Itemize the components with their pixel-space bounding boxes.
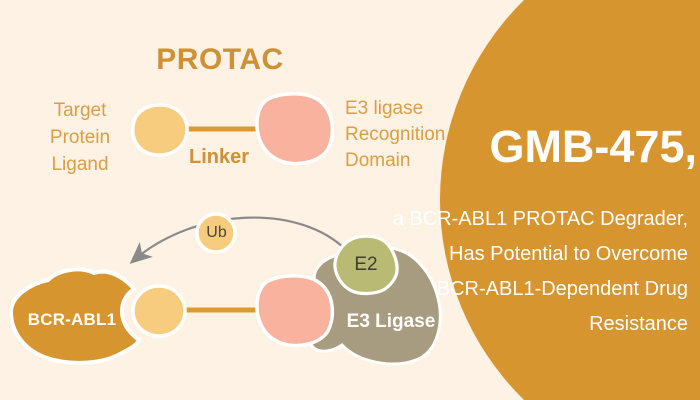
e3-recognition-domain-label: E3 ligase Recognition Domain	[345, 96, 445, 174]
headline-subtitle-line-3: BCR-ABL1-Dependent Drug	[436, 278, 688, 300]
bcr-abl1-label: BCR-ABL1	[27, 310, 117, 329]
target-protein-ligand-blob	[131, 103, 189, 157]
e3-recognition-domain-blob-bound	[255, 274, 335, 348]
e3-ligase-label: E3 Ligase	[346, 311, 436, 332]
target-protein-ligand-blob-bound	[131, 284, 187, 338]
ubiquitin-label: Ub	[206, 224, 227, 241]
headline-title: GMB-475,	[489, 121, 697, 172]
target-ligand-line-2: Protein	[49, 127, 111, 148]
e3-recognition-line-1: E3 ligase	[345, 98, 424, 119]
headline-circle	[440, 0, 700, 400]
e2-label: E2	[354, 254, 378, 275]
target-protein-ligand-label: Target Protein Ligand	[36, 97, 124, 178]
e3-recognition-line-3: Domain	[345, 150, 411, 171]
target-ligand-line-1: Target	[53, 100, 107, 121]
protac-title: PROTAC	[156, 43, 284, 76]
target-ligand-line-3: Ligand	[51, 154, 109, 175]
headline-subtitle-line-2: Has Potential to Overcome	[449, 243, 688, 265]
ubiquitin-transfer-arrow-icon	[129, 216, 348, 264]
headline-subtitle: a BCR-ABL1 PROTAC Degrader, Has Potentia…	[393, 202, 688, 342]
e3-recognition-domain-blob	[255, 92, 335, 166]
headline-subtitle-line-4: Resistance	[589, 313, 688, 335]
e3-recognition-line-2: Recognition	[345, 124, 446, 145]
headline-subtitle-line-1: a BCR-ABL1 PROTAC Degrader,	[392, 208, 688, 230]
linker-label: Linker	[188, 146, 250, 168]
